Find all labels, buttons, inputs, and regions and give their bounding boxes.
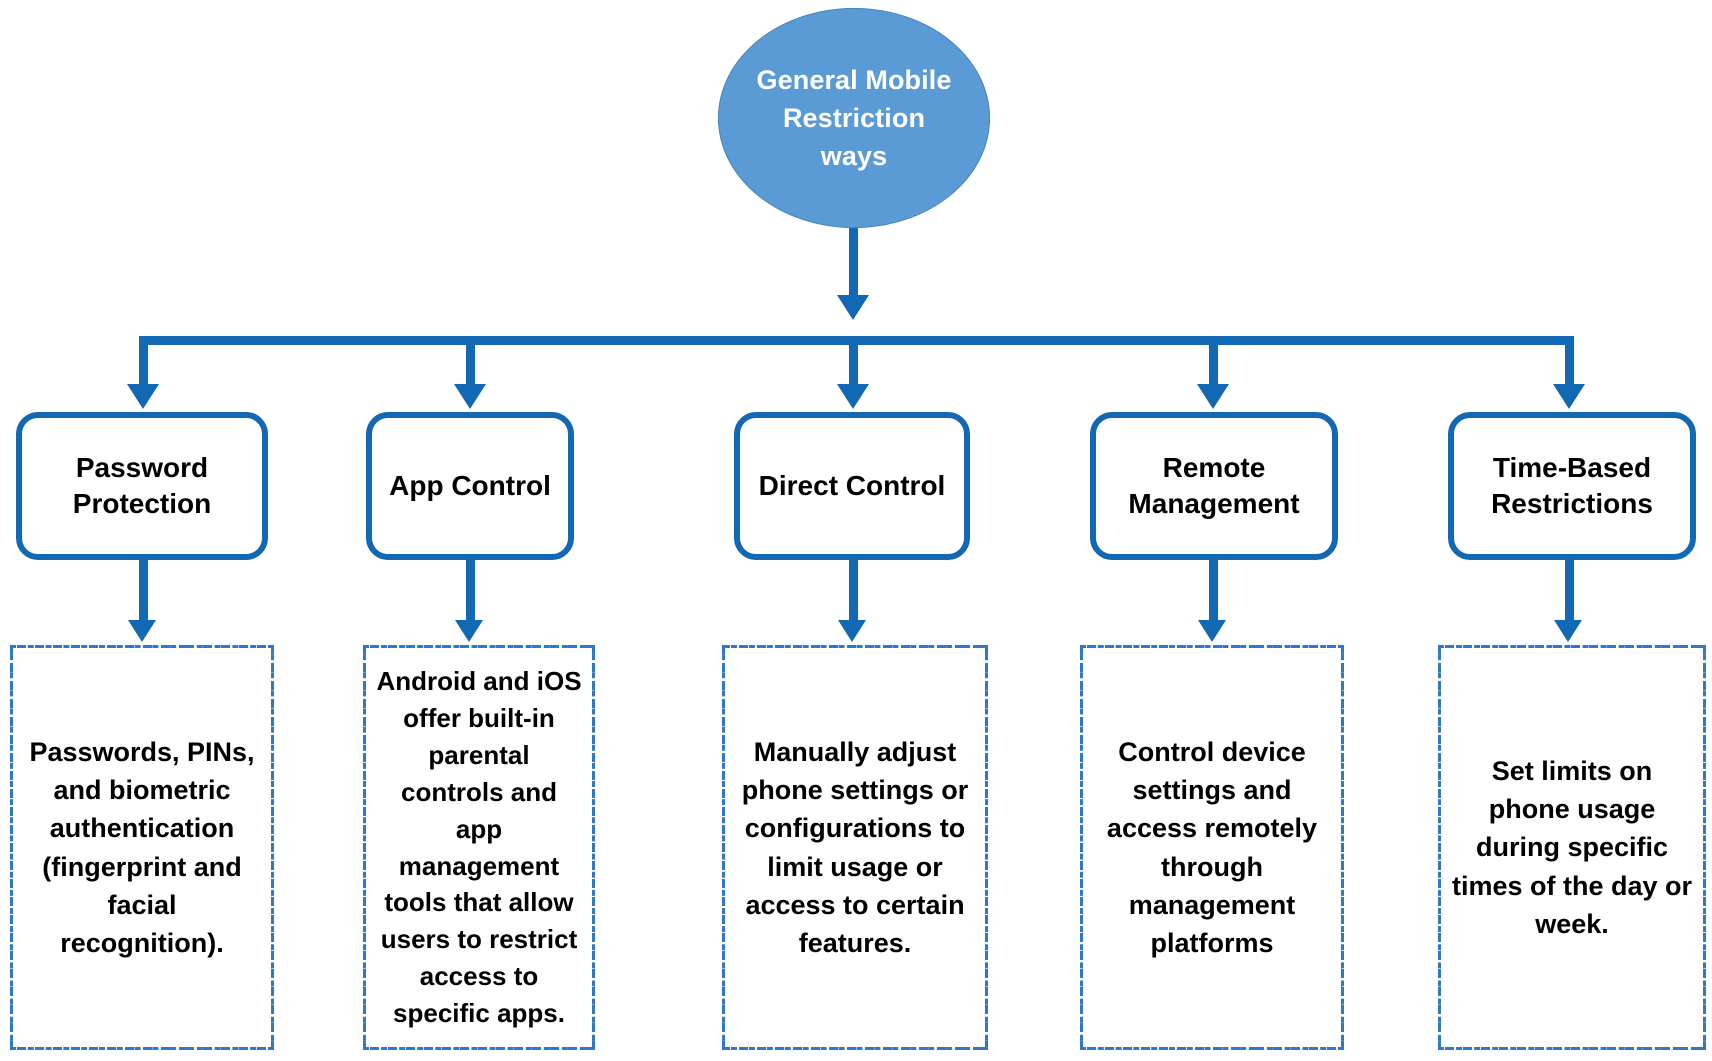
detail-connector-line-3 (849, 560, 858, 622)
description-box-app-control[interactable]: Android and iOS offer built-in parental … (363, 645, 595, 1050)
detail-connector-line-4 (1209, 560, 1218, 622)
detail-connector-arrowhead-1 (128, 620, 156, 642)
description-text-direct-control: Manually adjust phone settings or config… (741, 736, 969, 959)
description-box-password-protection[interactable]: Passwords, PINs, and biometric authentic… (10, 645, 274, 1050)
detail-connector-line-2 (466, 560, 475, 622)
description-box-remote-management[interactable]: Control device settings and access remot… (1080, 645, 1344, 1050)
category-label-app-control: App Control (389, 470, 551, 502)
branch-connector-line-3 (849, 336, 858, 386)
detail-connector-arrowhead-3 (838, 620, 866, 642)
category-box-remote-management[interactable]: Remote Management (1090, 412, 1338, 560)
root-node-label: General Mobile Restriction ways (756, 64, 952, 172)
branch-connector-line-5 (1565, 336, 1574, 386)
description-box-time-based-restrictions[interactable]: Set limits on phone usage during specifi… (1438, 645, 1706, 1050)
root-node-general-mobile-restriction-ways[interactable]: General Mobile Restriction ways (718, 8, 990, 228)
description-box-direct-control[interactable]: Manually adjust phone settings or config… (722, 645, 988, 1050)
category-label-time-based-restrictions: Time-Based Restrictions (1491, 452, 1653, 519)
category-box-password-protection[interactable]: Password Protection (16, 412, 268, 560)
detail-connector-arrowhead-4 (1198, 620, 1226, 642)
category-label-direct-control: Direct Control (758, 470, 946, 502)
root-stem-arrowhead (837, 295, 869, 320)
branch-connector-arrowhead-2 (454, 384, 486, 409)
description-text-time-based-restrictions: Set limits on phone usage during specifi… (1451, 755, 1693, 939)
root-stem-line (849, 228, 858, 298)
category-label-remote-management: Remote Management (1128, 452, 1300, 519)
branch-connector-arrowhead-4 (1197, 384, 1229, 409)
branch-connector-line-4 (1209, 336, 1218, 386)
description-text-password-protection: Passwords, PINs, and biometric authentic… (29, 736, 255, 959)
branch-connector-arrowhead-1 (127, 384, 159, 409)
branch-connector-line-2 (466, 336, 475, 386)
description-text-remote-management: Control device settings and access remot… (1106, 736, 1318, 959)
description-text-app-control: Android and iOS offer built-in parental … (376, 665, 582, 1029)
detail-connector-arrowhead-5 (1554, 620, 1582, 642)
detail-connector-line-5 (1565, 560, 1574, 622)
category-box-app-control[interactable]: App Control (366, 412, 574, 560)
category-box-time-based-restrictions[interactable]: Time-Based Restrictions (1448, 412, 1696, 560)
detail-connector-line-1 (139, 560, 148, 622)
branch-connector-arrowhead-3 (837, 384, 869, 409)
category-label-password-protection: Password Protection (72, 452, 212, 519)
branch-connector-line-1 (139, 336, 148, 386)
branch-connector-arrowhead-5 (1553, 384, 1585, 409)
detail-connector-arrowhead-2 (455, 620, 483, 642)
category-box-direct-control[interactable]: Direct Control (734, 412, 970, 560)
